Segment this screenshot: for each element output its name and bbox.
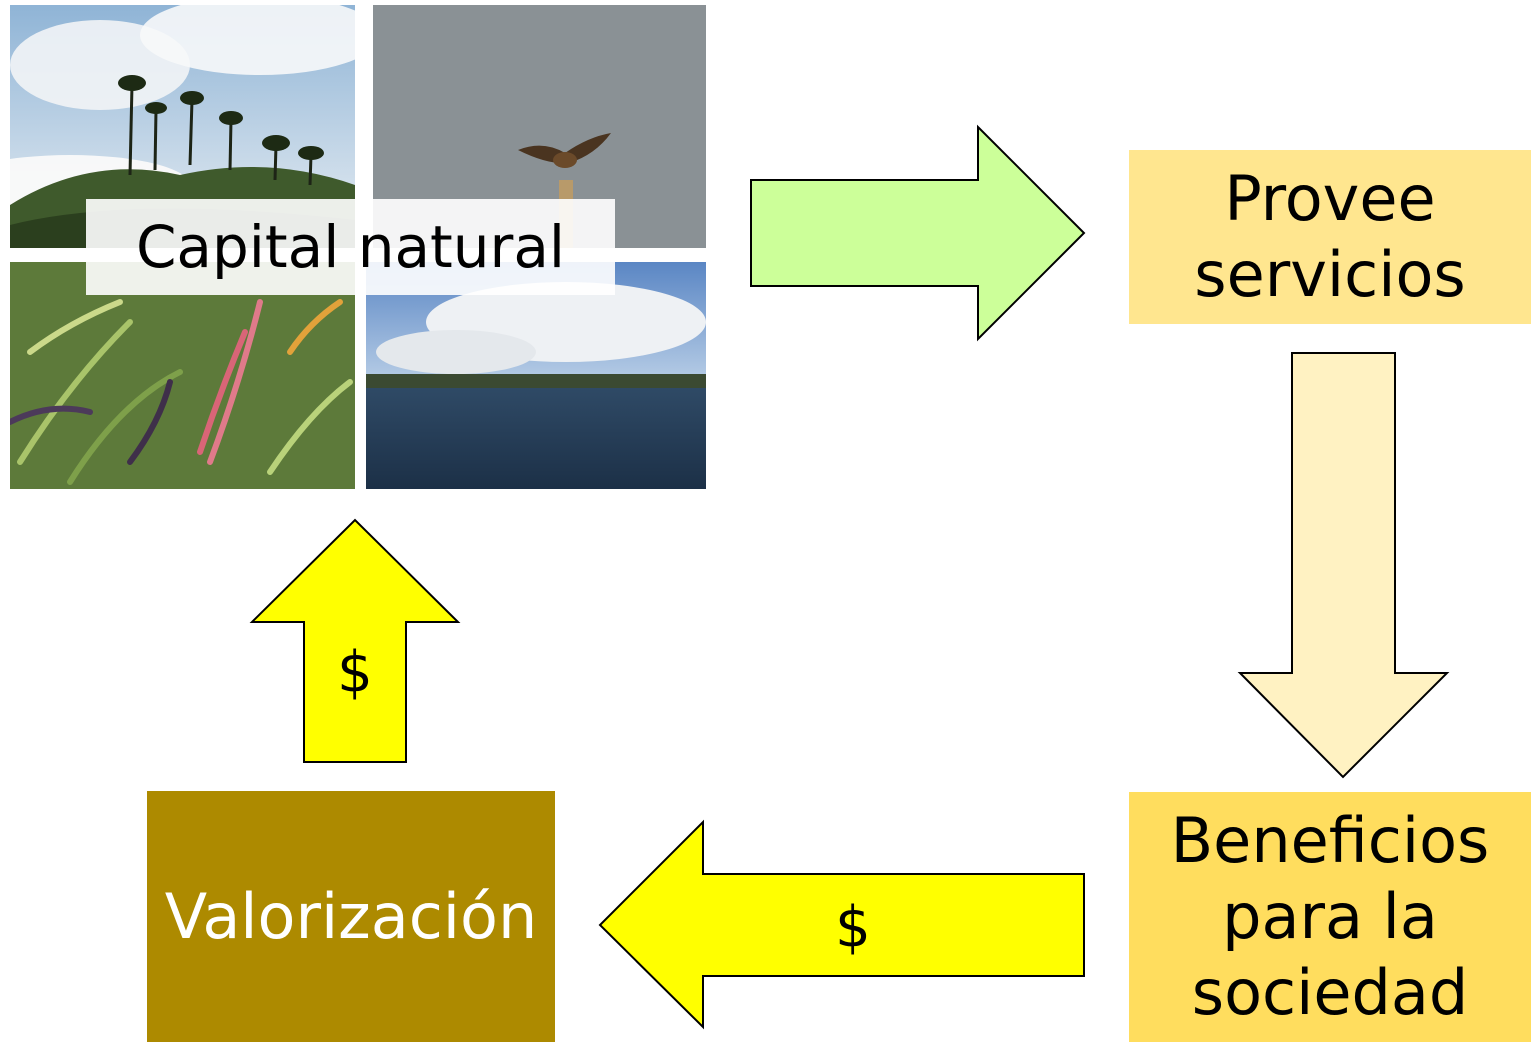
beneficios-box: Beneficios para la sociedad [1129,792,1531,1042]
valorizacion-label: Valorización [164,879,538,953]
provee-servicios-box: Provee servicios [1129,150,1531,324]
dollar-left-label: $ [835,895,871,960]
valorizacion-box: Valorización [147,791,555,1042]
capital-natural-label: Capital natural [86,199,615,295]
provee-servicios-label: Provee servicios [1194,162,1466,311]
beneficios-label: Beneficios para la sociedad [1170,804,1490,1029]
dollar-up-label: $ [337,640,373,705]
ferns-photo [10,262,355,489]
